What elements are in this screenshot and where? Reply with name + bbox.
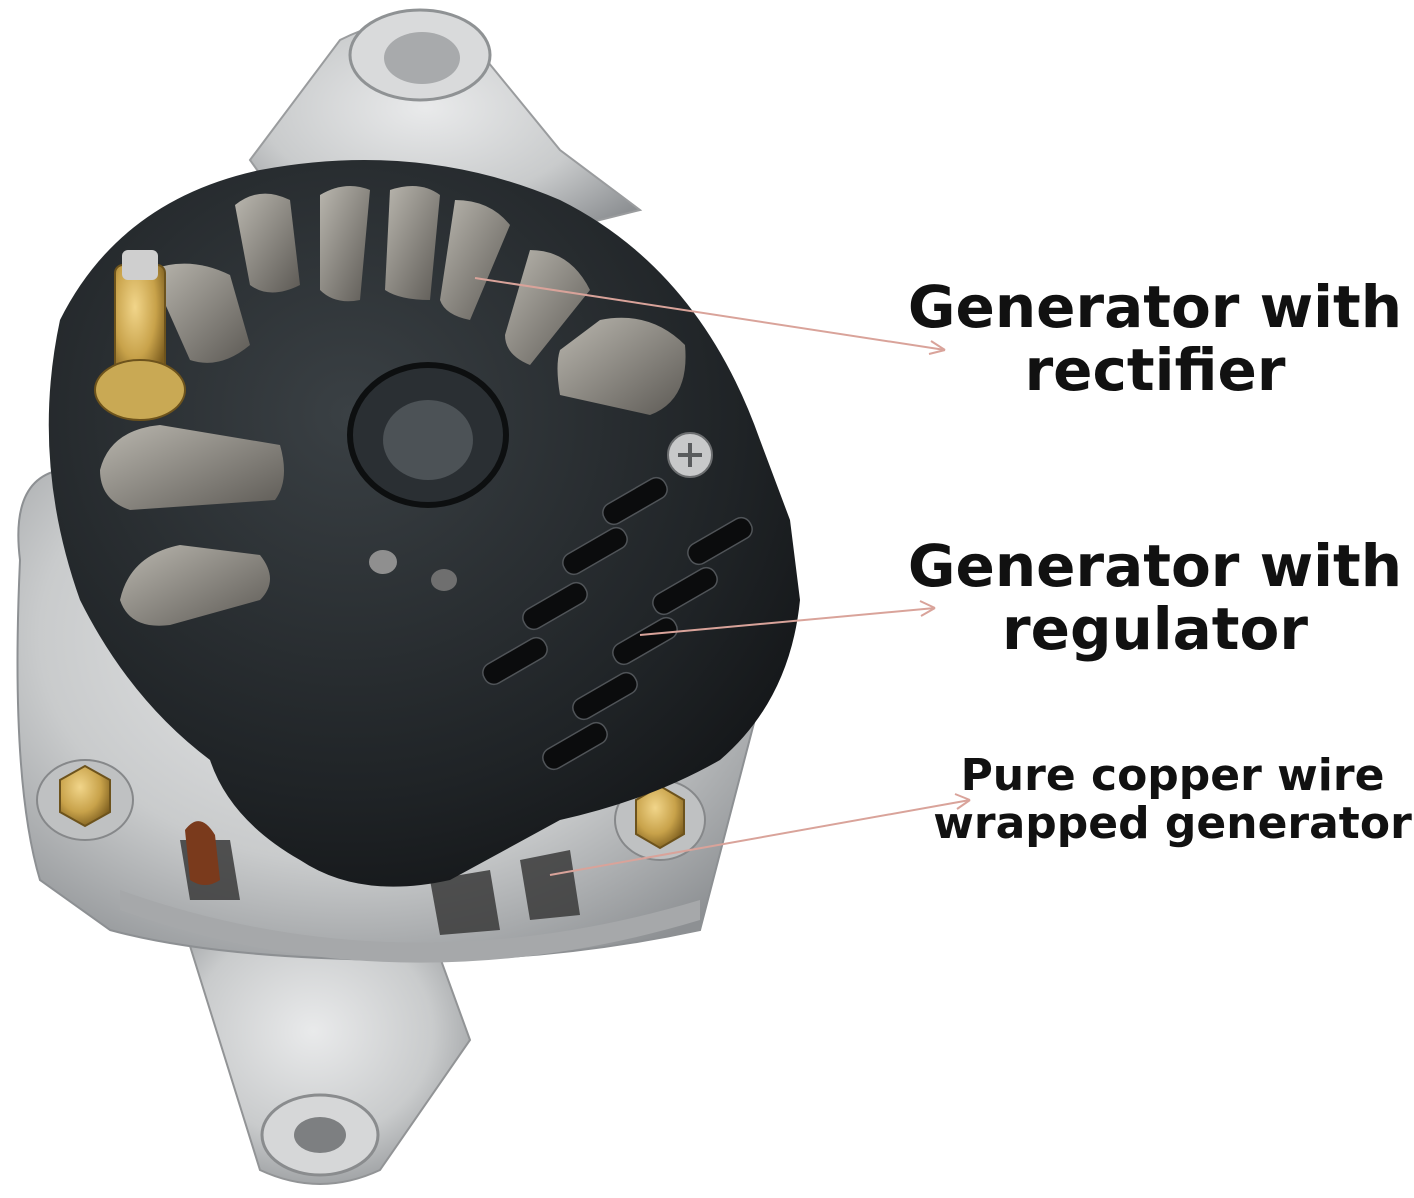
callout-line: rectifier (1024, 335, 1286, 404)
regulator-grille (482, 476, 753, 771)
callout-line: Pure copper wire (960, 750, 1385, 801)
callout-generator-rectifier: Generator with rectifier (905, 276, 1405, 401)
leader-line-copper (549, 799, 971, 876)
leader-lines (474, 277, 971, 876)
callout-copper-wire: Pure copper wire wrapped generator (920, 752, 1414, 847)
brass-bolt-left (36, 759, 134, 841)
callout-generator-regulator: Generator with regulator (905, 535, 1405, 660)
black-rear-cover (48, 160, 800, 887)
brass-bolt-right (614, 779, 706, 861)
bottom-mounting-ear (183, 929, 472, 1185)
terminal-stud (94, 250, 186, 421)
callout-line: wrapped generator (933, 797, 1412, 849)
callout-line: Generator with (907, 273, 1403, 341)
leader-line-rectifier (474, 277, 946, 351)
copper-winding (185, 821, 220, 885)
callout-line: regulator (1002, 594, 1308, 663)
callout-line: Generator with (907, 532, 1403, 600)
leader-line-regulator (639, 607, 936, 636)
